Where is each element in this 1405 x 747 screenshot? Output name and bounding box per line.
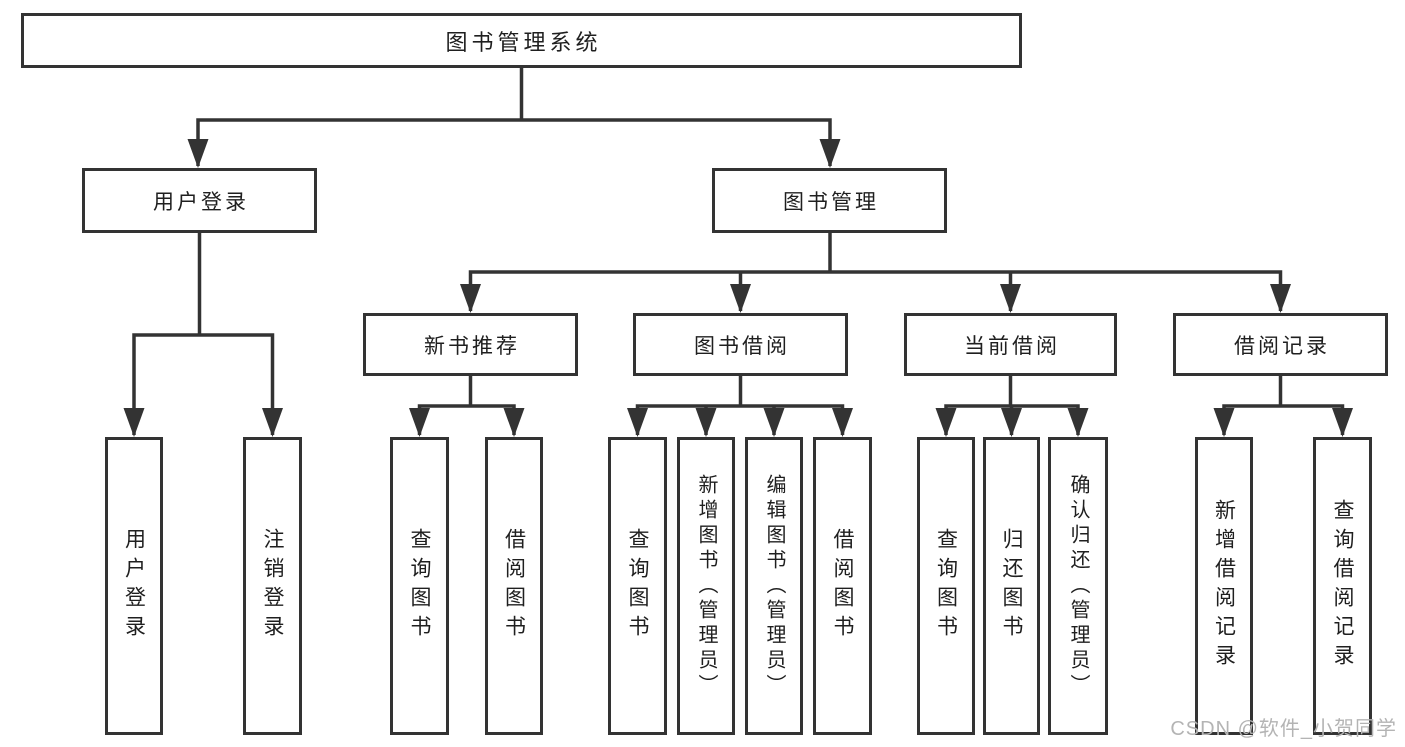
leaf-user-login: 用户登录 [105,437,163,735]
leaf-records-query-label: 查询借阅记录 [1331,499,1354,673]
leaf-records-query: 查询借阅记录 [1313,437,1372,735]
connector-records-split [1222,404,1345,435]
leaf-borrow-edit-admin-label: 编辑图书（管理员） [763,473,785,699]
node-new-book-recommend: 新书推荐 [363,313,578,376]
arrow-icon [409,408,430,437]
connector-bookmgmt-split [468,270,1283,311]
node-current-borrow-label: 当前借阅 [964,334,1060,358]
arrow-icon [187,139,209,168]
arrow-icon [695,408,717,437]
arrow-icon [763,408,785,437]
node-current-borrow: 当前借阅 [904,313,1117,376]
connector-root-split [196,118,832,166]
leaf-current-confirm-admin: 确认归还（管理员） [1048,437,1108,735]
csdn-watermark: CSDN @软件_小贺同学 [1170,718,1397,740]
arrow-icon [1067,408,1089,437]
arrow-icon [819,139,841,168]
connector-borrow-split [635,404,845,435]
leaf-current-query-label: 查询图书 [934,528,958,644]
leaf-user-login-label: 用户登录 [122,528,146,644]
arrow-icon [123,408,145,437]
leaf-records-add-label: 新增借阅记录 [1212,499,1236,673]
leaf-logout-label: 注销登录 [261,528,284,644]
arrow-icon [627,408,648,437]
node-new-book-recommend-label: 新书推荐 [424,334,520,358]
node-user-login: 用户登录 [82,168,317,233]
leaf-newbook-query-label: 查询图书 [408,528,431,644]
arrow-icon [262,408,283,437]
leaf-borrow-add-admin-label: 新增图书（管理员） [695,473,717,699]
leaf-current-return-label: 归还图书 [1000,528,1023,644]
node-book-management: 图书管理 [712,168,947,233]
arrow-icon [1332,408,1353,437]
node-book-management-label: 图书管理 [783,190,879,214]
arrow-icon [730,284,751,313]
arrow-icon [1000,284,1021,313]
leaf-borrow-query-label: 查询图书 [626,528,649,644]
node-user-login-label: 用户登录 [153,190,249,214]
arrow-icon [935,408,957,437]
leaf-current-confirm-admin-label: 确认归还（管理员） [1067,473,1089,699]
node-borrow-records-label: 借阅记录 [1234,334,1330,358]
node-book-borrow: 图书借阅 [633,313,848,376]
arrow-icon [1213,408,1235,437]
leaf-borrow-add-admin: 新增图书（管理员） [677,437,735,735]
arrow-icon [503,408,525,437]
leaf-borrow-query: 查询图书 [608,437,667,735]
leaf-current-query: 查询图书 [917,437,975,735]
leaf-newbook-query: 查询图书 [390,437,449,735]
connector-current-split [944,404,1080,435]
node-borrow-records: 借阅记录 [1173,313,1388,376]
leaf-newbook-borrow-label: 借阅图书 [502,528,526,644]
leaf-logout: 注销登录 [243,437,302,735]
connector-newbook-split [417,404,516,435]
arrow-icon [1001,408,1022,437]
arrow-icon [832,408,853,437]
connector-userlogin-split [132,333,275,435]
leaf-current-return: 归还图书 [983,437,1040,735]
node-book-borrow-label: 图书借阅 [694,334,790,358]
leaf-newbook-borrow: 借阅图书 [485,437,543,735]
node-root-label: 图书管理系统 [445,29,602,55]
leaf-records-add: 新增借阅记录 [1195,437,1253,735]
node-root: 图书管理系统 [21,13,1022,68]
arrow-icon [460,284,481,313]
leaf-borrow-edit-admin: 编辑图书（管理员） [745,437,803,735]
leaf-borrow-borrow: 借阅图书 [813,437,872,735]
arrow-icon [1270,284,1291,313]
leaf-borrow-borrow-label: 借阅图书 [831,528,854,644]
